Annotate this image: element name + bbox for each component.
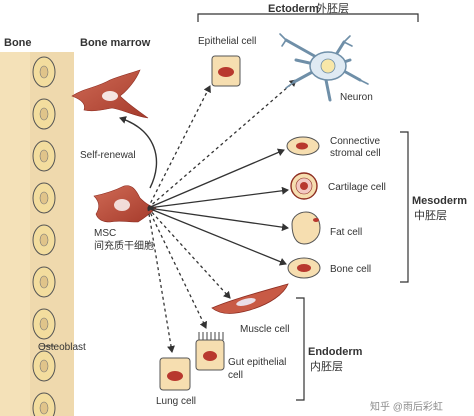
nucleus (320, 58, 336, 74)
osteoblast-nucleus (39, 401, 49, 415)
nucleus (300, 182, 308, 190)
osteoblast-column (32, 56, 56, 416)
endoderm-bracket-line (296, 297, 305, 401)
osteoblast-nucleus (39, 275, 49, 289)
ectoderm-label: Ectoderm (268, 3, 319, 15)
muscle-cell (211, 283, 289, 314)
endoderm-label: Endoderm (308, 346, 363, 358)
arrow-to-bone-cell (147, 207, 287, 266)
epithelial-cell (211, 55, 241, 87)
neuron-label: Neuron (340, 92, 373, 103)
arrow-to-cartilage-cell (147, 186, 289, 209)
osteoblast-nucleus (39, 359, 49, 373)
nucleus (114, 199, 130, 211)
cartilage-cell-label: Cartilage cell (328, 182, 386, 193)
nucleus (218, 67, 234, 77)
connective-stromal-cell (286, 136, 320, 156)
nucleus (296, 142, 308, 150)
bone-marrow-header: Bone marrow (80, 37, 151, 49)
ectoderm-bracket-line (197, 13, 419, 22)
msc-cell (93, 185, 157, 223)
gut-epithelial-cell (195, 332, 225, 371)
ectoderm-bracket: Ectoderm 外胚层 (197, 2, 419, 22)
mesoderm-label: Mesoderm (412, 195, 467, 207)
arrow-to-muscle-cell (147, 207, 231, 299)
arrow-to-epithelial-cell (147, 85, 211, 209)
endoderm-cn-label: 内胚层 (310, 359, 343, 373)
self-renewal-label: Self-renewal (80, 150, 136, 161)
bone-cell (287, 257, 321, 279)
watermark: 知乎 @雨后彩虹 (370, 400, 443, 413)
nucleus (313, 218, 319, 222)
fat-cell (291, 211, 321, 245)
self-renewal-arrow (119, 116, 158, 189)
msc-label: MSC (94, 228, 116, 239)
arrow-to-gut-epithelial-cell (147, 207, 207, 329)
mesoderm-cn-label: 中胚层 (414, 209, 447, 222)
arrow-to-connective-stromal-cell (147, 148, 285, 209)
nucleus (167, 371, 183, 381)
msc-cn-label: 间充质干细胞 (94, 239, 154, 252)
bone-column (0, 52, 74, 416)
osteoblast-label: Osteoblast (38, 342, 86, 353)
msc-self-renewed-cell (71, 69, 149, 119)
osteoblast-nucleus (39, 107, 49, 121)
nucleus (203, 351, 217, 361)
bone-marrow-region (74, 52, 160, 416)
osteoblast-nucleus (39, 191, 49, 205)
muscle-cell-label: Muscle cell (240, 324, 289, 335)
osteoblast-nucleus (39, 317, 49, 331)
nucleus (236, 298, 256, 306)
neuron-cell (279, 33, 369, 102)
bone-cell-label: Bone cell (330, 264, 371, 275)
osteoblast-nucleus (39, 149, 49, 163)
endoderm-bracket: Endoderm 内胚层 (296, 297, 363, 401)
gut-epithelial-label-2: cell (228, 370, 243, 381)
nucleus (297, 264, 311, 272)
fat-cell-label: Fat cell (330, 227, 362, 238)
lung-cell (159, 357, 191, 391)
bone-header: Bone (4, 37, 32, 49)
differentiation-arrows (147, 79, 297, 353)
cartilage-cell (290, 172, 318, 200)
nucleus (102, 91, 118, 101)
arrow-to-neuron (147, 79, 297, 209)
lung-cell-label: Lung cell (156, 396, 196, 407)
connective-label-2: stromal cell (330, 148, 381, 159)
gut-epithelial-label-1: Gut epithelial (228, 357, 286, 368)
ectoderm-cn-label: 外胚层 (316, 2, 349, 15)
epithelial-cell-label: Epithelial cell (198, 36, 256, 47)
arrow-to-fat-cell (147, 207, 289, 232)
mesoderm-bracket: Mesoderm 中胚层 (400, 131, 467, 283)
microvilli (198, 332, 224, 340)
mesoderm-bracket-line (400, 131, 409, 283)
osteoblast-nucleus (39, 65, 49, 79)
osteoblast-nucleus (39, 233, 49, 247)
connective-label-1: Connective (330, 136, 380, 147)
arrow-to-lung-cell (147, 207, 175, 353)
